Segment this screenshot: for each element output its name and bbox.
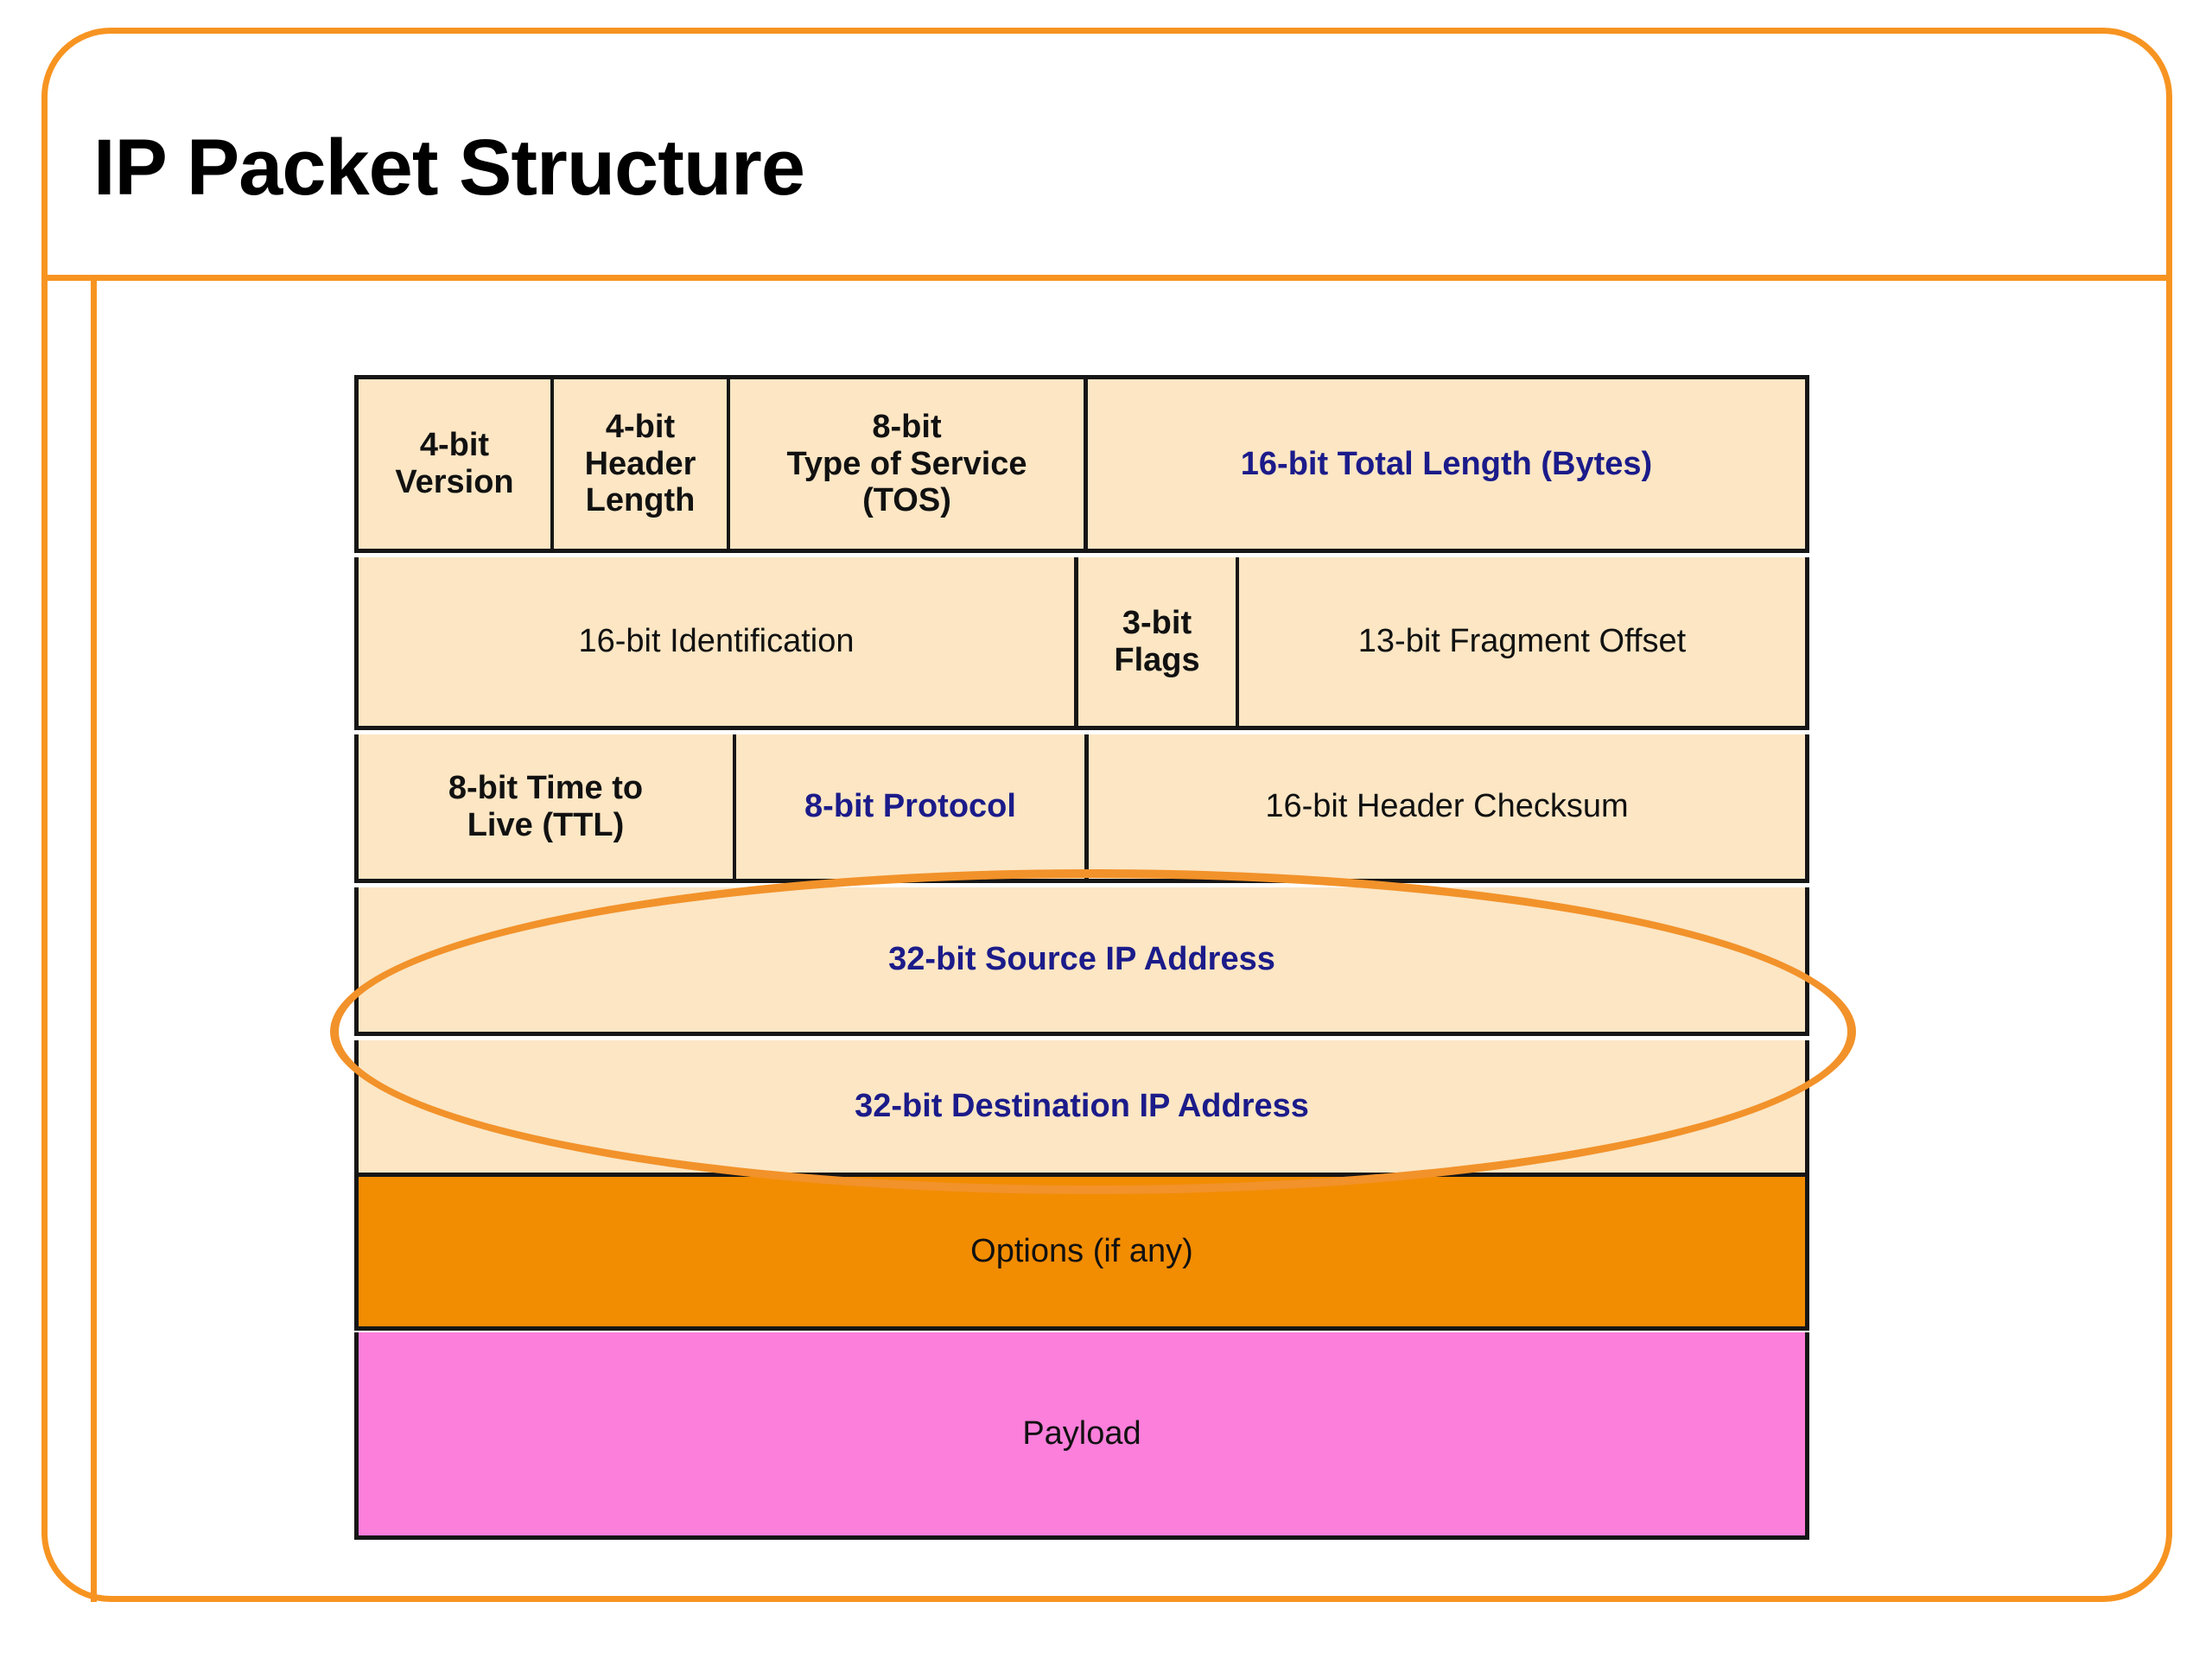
field-options: Options (if any) (359, 1177, 1805, 1326)
slide-frame-border (41, 28, 2172, 1602)
field-destination-ip-address: 32-bit Destination IP Address (359, 1040, 1805, 1173)
field-total-length: 16-bit Total Length (Bytes) (1084, 379, 1805, 549)
packet-row-options: Options (if any) (354, 1177, 1809, 1331)
field-source-ip-address: 32-bit Source IP Address (359, 887, 1805, 1032)
field-identification: 16-bit Identification (359, 557, 1074, 726)
packet-row-source-ip: 32-bit Source IP Address (354, 887, 1809, 1036)
page-title: IP Packet Structure (93, 124, 805, 212)
field-payload: Payload (359, 1332, 1805, 1535)
field-header-checksum: 16-bit Header Checksum (1084, 734, 1805, 879)
packet-row-destination-ip: 32-bit Destination IP Address (354, 1040, 1809, 1177)
packet-row-payload: Payload (354, 1332, 1809, 1540)
title-divider-rule (41, 275, 2172, 281)
frame-inner-vertical-line (91, 275, 97, 1602)
field-protocol: 8-bit Protocol (733, 734, 1084, 879)
field-fragment-offset: 13-bit Fragment Offset (1236, 557, 1805, 726)
